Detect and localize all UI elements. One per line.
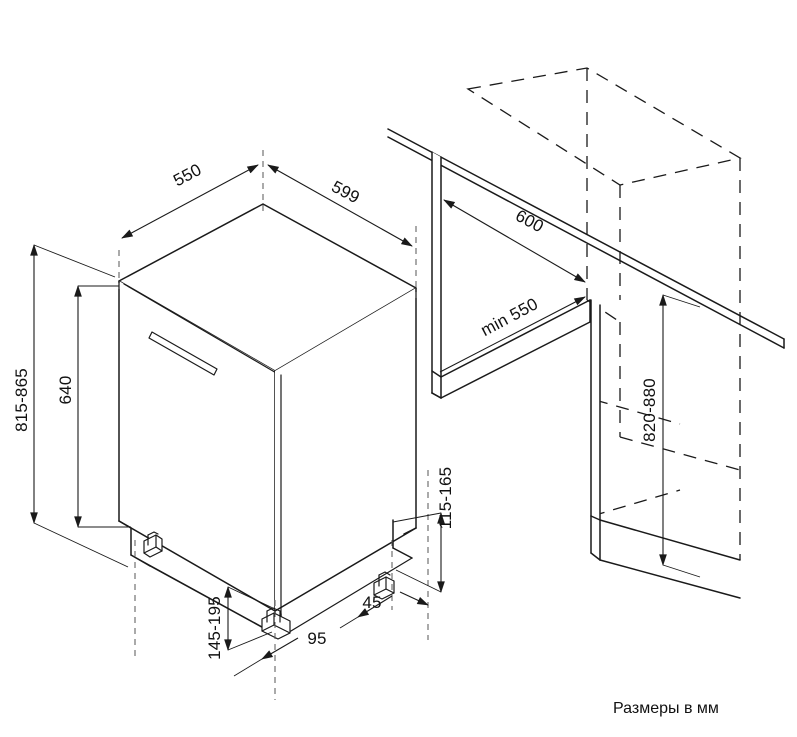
floor-base-outline — [130, 554, 413, 638]
dimension-95-label: 95 — [307, 629, 326, 648]
cabinet-inner-shelf — [431, 299, 591, 399]
dimension-640-label: 640 — [56, 376, 75, 405]
dimension-820-880: 820-880 — [640, 294, 701, 578]
dishwasher-body — [118, 203, 417, 638]
dimension-820-880-label: 820-880 — [640, 378, 659, 442]
dimension-550-label: 550 — [170, 160, 204, 190]
dimension-815-865-label: 815-865 — [12, 368, 31, 432]
dimension-145-195: 145-195 — [205, 586, 276, 660]
dimension-115-165-label: 115-165 — [436, 467, 455, 530]
extension-guides — [118, 150, 429, 700]
worktop-slab — [387, 128, 785, 349]
dimension-95: 95 — [233, 629, 326, 677]
dimension-815-865: 815-865 — [12, 244, 129, 568]
dimension-145-195-label: 145-195 — [205, 596, 224, 660]
leveling-foot-left — [143, 531, 163, 558]
dimension-600: 600 — [443, 199, 586, 283]
dimension-640: 640 — [56, 285, 131, 528]
dimension-45: 45 — [339, 591, 429, 629]
cabinet-left-panel — [431, 151, 442, 399]
dimension-min-550-label: min 550 — [478, 294, 542, 340]
dimension-115-165: 115-165 — [392, 467, 455, 593]
cabinet-right-panel — [590, 299, 741, 599]
leveling-foot-right — [373, 571, 395, 600]
dimension-599-label: 599 — [328, 177, 362, 207]
dimension-45-label: 45 — [362, 593, 381, 612]
door-handle — [148, 331, 218, 376]
dimension-min-550: min 550 — [439, 294, 586, 373]
units-caption: Размеры в мм — [613, 700, 719, 717]
